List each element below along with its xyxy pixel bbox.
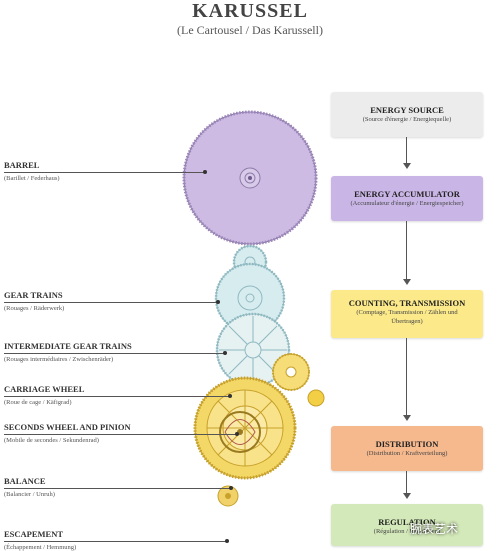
flow-arrow-icon <box>403 279 411 285</box>
flow-box-subtitle: (Régulation / Regulieren) <box>373 528 441 535</box>
component-label: GEAR TRAINS <box>4 290 63 300</box>
component-sublabel: (Rouages intermédiaires / Zwischenräder) <box>4 356 114 363</box>
flow-box-subtitle: (Accumulateur d'énergie / Energiespeiche… <box>350 200 464 207</box>
component-sublabel: (Échappement / Hemmung) <box>4 544 77 551</box>
flow-box-title: ENERGY SOURCE <box>370 105 444 115</box>
leader-line <box>4 488 230 489</box>
flow-box-title: ENERGY ACCUMULATOR <box>354 189 460 199</box>
flow-connector <box>406 221 407 281</box>
barrel-wheel <box>182 110 318 246</box>
component-label: SECONDS WHEEL AND PINION <box>4 422 131 432</box>
escapement <box>217 485 239 507</box>
leader-dot <box>228 394 232 398</box>
flow-box-energy-accumulator: ENERGY ACCUMULATOR (Accumulateur d'énerg… <box>331 176 483 221</box>
flow-connector <box>406 471 407 495</box>
watermark-label: 腕表艺术 <box>410 522 459 536</box>
leader-line <box>4 172 204 173</box>
flow-arrow-icon <box>403 163 411 169</box>
flow-box-subtitle: (Comptage, Transmission / Zählen und Übe… <box>356 309 458 325</box>
flow-box-title: DISTRIBUTION <box>375 439 439 449</box>
leader-dot <box>223 351 227 355</box>
leader-line <box>4 396 229 397</box>
flow-box-distribution: DISTRIBUTION (Distribution / Kraftvertei… <box>331 426 483 471</box>
flow-connector <box>406 137 407 165</box>
leader-dot <box>216 300 220 304</box>
leader-dot <box>203 170 207 174</box>
gear-train-wheels <box>214 244 286 334</box>
flow-arrow-icon <box>403 493 411 499</box>
component-sublabel: (Mobile de secondes / Sekundenrad) <box>4 437 99 444</box>
component-label: INTERMEDIATE GEAR TRAINS <box>4 341 132 351</box>
component-label: CARRIAGE WHEEL <box>4 384 85 394</box>
leader-dot <box>235 432 239 436</box>
flow-box-counting-transmission: COUNTING, TRANSMISSION (Comptage, Transm… <box>331 290 483 338</box>
seconds-wheel <box>272 353 325 407</box>
component-sublabel: (Balancier / Unruh) <box>4 491 55 498</box>
component-label: BARREL <box>4 160 40 170</box>
flow-arrow-icon <box>403 415 411 421</box>
leader-line <box>4 302 217 303</box>
component-label: BALANCE <box>4 476 46 486</box>
diagram-subtitle: (Le Cartousel / Das Karussell) <box>177 23 323 37</box>
flow-box-energy-source: ENERGY SOURCE (Source d'énergie / Energi… <box>331 92 483 137</box>
flow-box-subtitle: (Source d'énergie / Energiequelle) <box>362 116 452 123</box>
leader-line <box>4 353 224 354</box>
component-label: ESCAPEMENT <box>4 529 64 539</box>
flow-box-title: REGULATION <box>378 517 436 527</box>
flow-box-regulation: REGULATION (Régulation / Regulieren) <box>331 504 483 546</box>
component-sublabel: (Roue de cage / Käfigrad) <box>4 399 72 406</box>
flow-box-subtitle: (Distribution / Kraftverteilung) <box>366 450 448 457</box>
balance-wheel <box>219 411 261 453</box>
flow-connector <box>406 338 407 417</box>
leader-dot <box>229 486 233 490</box>
leader-line <box>4 541 226 542</box>
carriage-wheel <box>193 376 297 480</box>
component-sublabel: (Barillet / Federhaus) <box>4 175 60 182</box>
component-sublabel: (Rouages / Räderwerk) <box>4 305 65 312</box>
intermediate-gear-wheel <box>215 312 291 388</box>
leader-dot <box>225 539 229 543</box>
leader-line <box>4 434 236 435</box>
flow-box-title: COUNTING, TRANSMISSION <box>348 298 466 308</box>
diagram-title: KARUSSEL <box>192 0 308 22</box>
